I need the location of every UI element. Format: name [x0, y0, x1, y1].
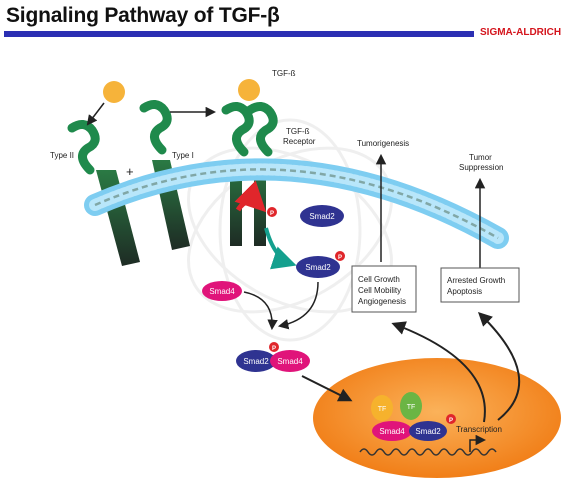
arrest-box: Arrested Growth Apoptosis — [440, 267, 520, 303]
label-receptor-bottom: Receptor — [283, 137, 316, 146]
phosphorylation-arrow — [234, 180, 267, 213]
smad2-phosphorylated: Smad2 P — [296, 251, 345, 278]
smad4-free: Smad4 — [202, 281, 242, 301]
svg-text:Smad4: Smad4 — [379, 427, 405, 436]
teal-activation-arrow — [264, 227, 297, 270]
label-suppression: Suppression — [459, 163, 503, 172]
converging-arrows — [243, 281, 319, 331]
label-tumor: Tumor — [469, 153, 492, 162]
complex-to-nucleus-arrow — [301, 375, 353, 402]
label-type-ii: Type II — [50, 151, 74, 160]
svg-text:Smad2: Smad2 — [309, 212, 335, 221]
svg-text:Smad2: Smad2 — [305, 263, 331, 272]
svg-text:Smad2: Smad2 — [415, 427, 441, 436]
transcription-start-arrow — [469, 434, 487, 452]
label-transcription: Transcription — [456, 425, 502, 434]
label-tumorigenesis: Tumorigenesis — [357, 139, 409, 148]
svg-text:Smad4: Smad4 — [277, 357, 303, 366]
receptor-heads — [67, 100, 278, 175]
feedback-arrows — [391, 312, 521, 423]
nuclear-smad2: Smad2 P — [409, 414, 456, 441]
svg-text:TF: TF — [378, 406, 387, 413]
nucleus — [313, 358, 561, 478]
title-underline — [4, 31, 474, 37]
label-receptor-top: TGF-ß — [286, 127, 310, 136]
svg-text:P: P — [449, 418, 453, 424]
smad2-smad4-complex: Smad2 Smad4 P — [236, 342, 310, 372]
page-title: Signaling Pathway of TGF-β — [6, 4, 280, 27]
svg-text:Smad4: Smad4 — [209, 287, 235, 296]
cell-membrane — [84, 158, 509, 249]
growth-box: Cell Growth Cell Mobility Angiogenesis — [351, 265, 417, 313]
plus-sign: + — [126, 164, 134, 179]
dna-strand — [359, 448, 497, 456]
svg-text:Apoptosis: Apoptosis — [447, 287, 482, 296]
brand-logo-text: SIGMA-ALDRICH — [480, 27, 562, 38]
nuclear-smad4: Smad4 — [372, 421, 412, 441]
tgf-ligand-bound — [238, 79, 260, 101]
svg-text:TF: TF — [407, 404, 416, 411]
svg-text:P: P — [272, 346, 276, 352]
tgf-ligand-free — [103, 81, 125, 103]
smad2-membrane: Smad2 — [300, 205, 344, 227]
tf-yellow: TF — [371, 395, 393, 421]
top-arrows — [86, 102, 486, 268]
receptor-phospho: P — [267, 207, 277, 217]
svg-text:Arrested Growth: Arrested Growth — [447, 276, 505, 285]
label-type-i: Type I — [172, 151, 194, 160]
label-tgf-beta: TGF-ß — [272, 69, 296, 78]
svg-text:Cell Mobility: Cell Mobility — [358, 286, 401, 295]
svg-text:P: P — [338, 255, 342, 261]
svg-text:Angiogenesis: Angiogenesis — [358, 297, 406, 306]
svg-text:Smad2: Smad2 — [243, 357, 269, 366]
svg-text:Cell Growth: Cell Growth — [358, 275, 400, 284]
tf-green: TF — [400, 392, 422, 420]
svg-text:P: P — [270, 211, 274, 217]
